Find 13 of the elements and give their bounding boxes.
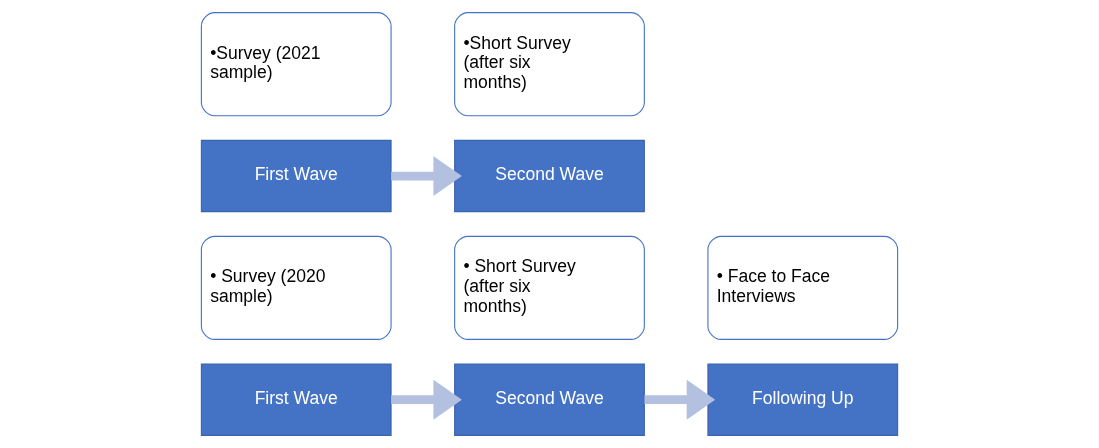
node-box: Second Wave	[454, 363, 645, 436]
node-box: • Face to Face Interviews	[707, 235, 899, 340]
node-box: First Wave	[200, 139, 392, 213]
node-box: • Short Survey (after six months)	[454, 235, 645, 340]
node-box: •Short Survey (after six months)	[454, 12, 645, 117]
arrow	[391, 379, 462, 420]
node-box: Second Wave	[454, 139, 645, 213]
node-box: •Survey (2021 sample)	[200, 12, 392, 117]
node-box: • Survey (2020 sample)	[200, 235, 392, 340]
arrow	[644, 379, 716, 420]
arrow	[391, 156, 462, 196]
node-box: Following Up	[707, 363, 899, 436]
node-box: First Wave	[200, 363, 392, 436]
